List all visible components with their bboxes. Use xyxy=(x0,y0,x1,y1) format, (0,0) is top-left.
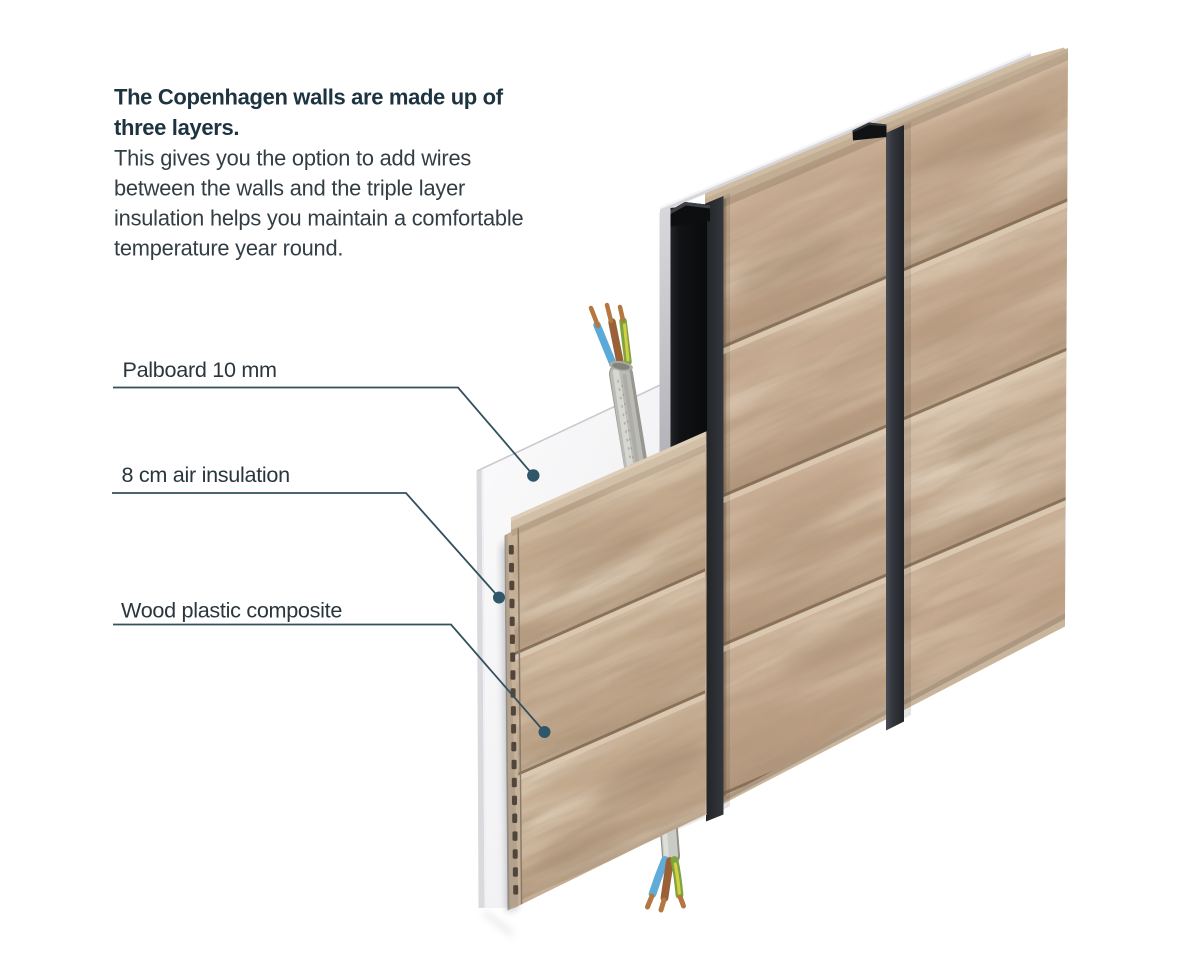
svg-text:insulation helps you maintain: insulation helps you maintain a comforta… xyxy=(114,206,523,231)
svg-text:Palboard 10 mm: Palboard 10 mm xyxy=(123,357,277,382)
svg-text:Wood plastic composite: Wood plastic composite xyxy=(121,598,342,623)
svg-text:three layers.: three layers. xyxy=(114,115,239,140)
svg-text:The Copenhagen walls are made: The Copenhagen walls are made up of xyxy=(114,85,504,110)
svg-text:between the walls and the trip: between the walls and the triple layer xyxy=(114,176,465,201)
svg-text:8 cm air insulation: 8 cm air insulation xyxy=(122,462,290,487)
svg-text:This gives you the option to a: This gives you the option to add wires xyxy=(114,146,471,171)
svg-text:temperature year round.: temperature year round. xyxy=(114,236,343,261)
